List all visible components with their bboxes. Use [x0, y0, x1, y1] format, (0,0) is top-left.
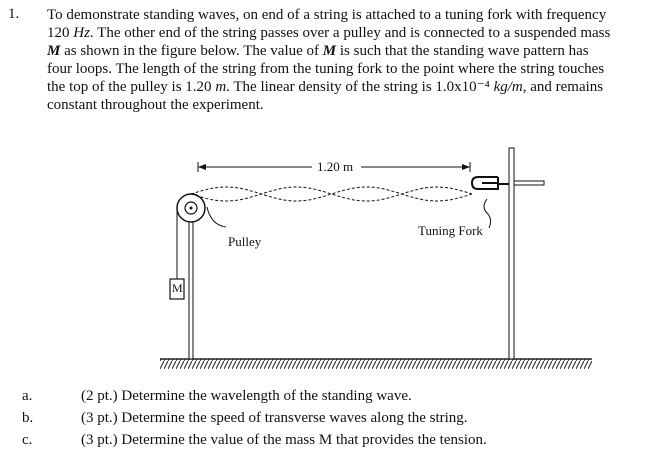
- standing-wave-lower: [190, 193, 473, 202]
- tuning-fork-label: Tuning Fork: [418, 223, 483, 238]
- length-label: 1.20 m: [317, 159, 354, 174]
- question-parts: a. (2 pt.) Determine the wavelength of t…: [22, 385, 487, 451]
- apparatus-diagram: [160, 147, 592, 369]
- pulley-post: [188, 210, 194, 360]
- question-line: M as shown in the figure below. The valu…: [47, 43, 589, 59]
- question-number: 1.: [8, 6, 20, 22]
- part-c: c. (3 pt.) Determine the value of the ma…: [22, 432, 487, 448]
- ground: [160, 359, 592, 369]
- question-text: To demonstrate standing waves, on end of…: [47, 6, 657, 114]
- standing-wave-upper: [190, 186, 473, 195]
- question-line: four loops. The length of the string fro…: [47, 61, 605, 77]
- pulley-leader: [206, 206, 227, 228]
- tuning-fork-icon: [470, 176, 509, 190]
- question-line: To demonstrate standing waves, on end of…: [47, 7, 607, 23]
- standing-wave-figure: 1.20 m Pulley Tuning Fork M: [160, 145, 600, 375]
- mass-block: [169, 278, 185, 300]
- fork-leader: [483, 198, 492, 229]
- fork-stand: [508, 147, 515, 360]
- question-line: 120 Hz. The other end of the string pass…: [47, 25, 611, 41]
- part-a: a. (2 pt.) Determine the wavelength of t…: [22, 388, 412, 404]
- fork-clamp: [513, 180, 545, 186]
- part-b: b. (3 pt.) Determine the speed of transv…: [22, 410, 468, 426]
- question-line: constant throughout the experiment.: [47, 97, 264, 113]
- mass-label: M: [172, 281, 183, 295]
- question-line: the top of the pulley is 1.20 m. The lin…: [47, 79, 604, 95]
- pulley-label: Pulley: [228, 234, 262, 249]
